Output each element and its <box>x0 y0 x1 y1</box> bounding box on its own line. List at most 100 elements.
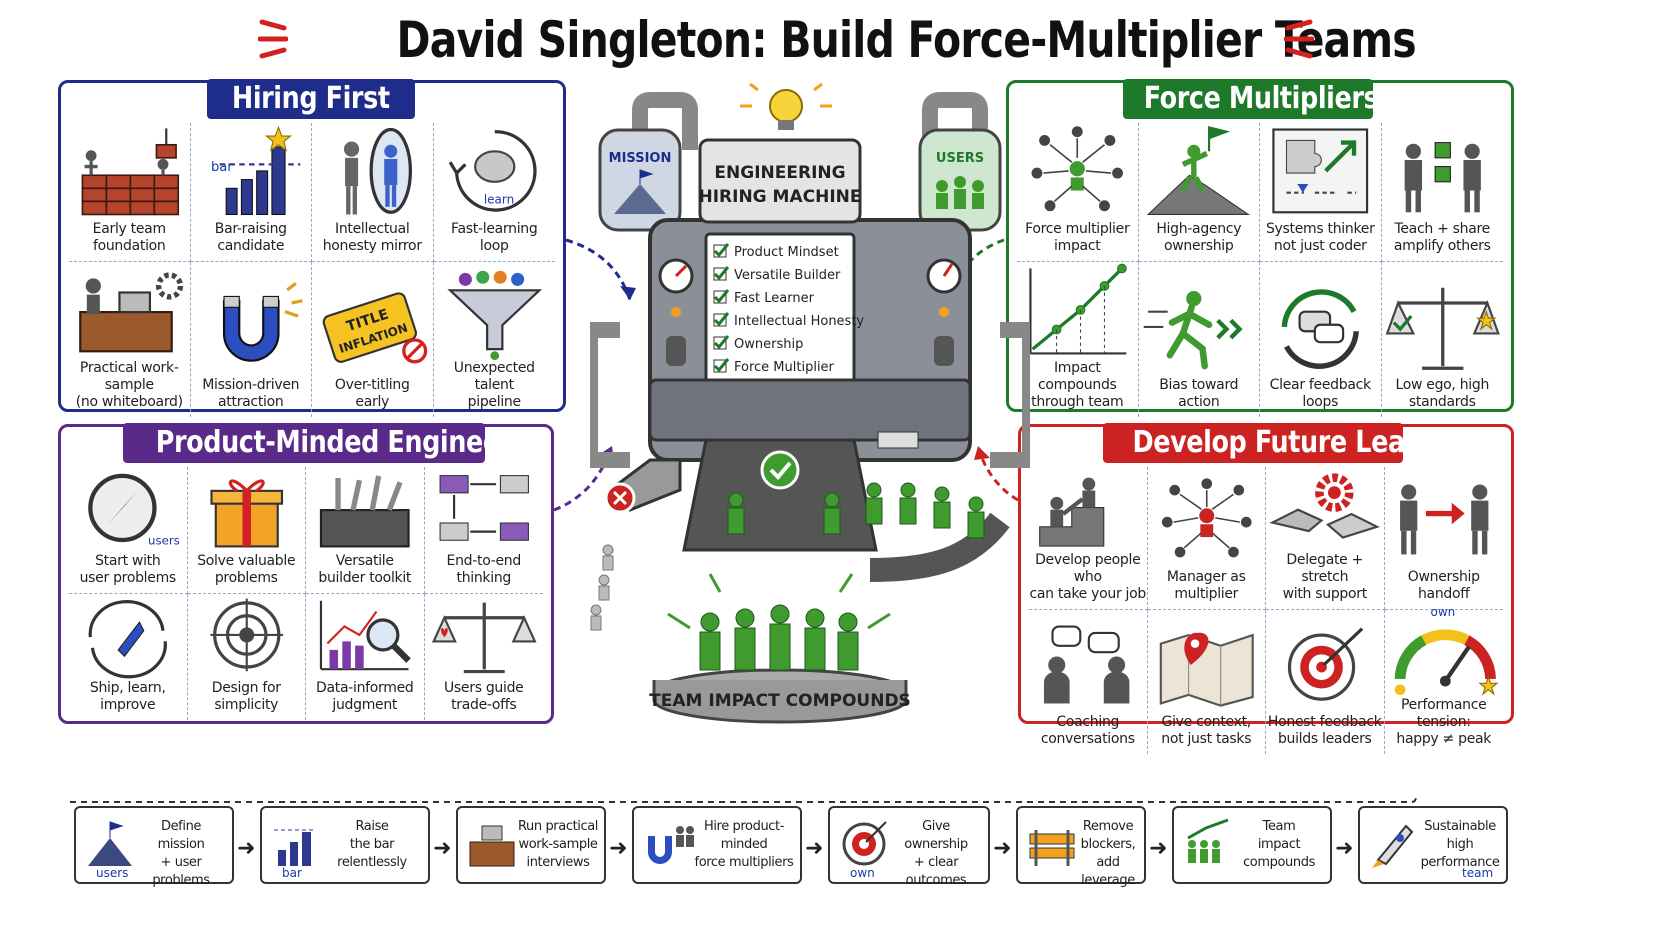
hiring-item: Intellectual honesty mirror <box>312 123 434 262</box>
workbench-icon <box>79 272 184 353</box>
checkmark-icon <box>713 266 730 281</box>
flow-step-tag: own <box>850 866 875 880</box>
flow-step: Hire product-minded force multipliers <box>632 806 802 884</box>
mountain-flag-icon <box>88 821 132 866</box>
flow-arrow-icon: ➜ <box>433 836 452 861</box>
flow-arrow-icon: ➜ <box>993 836 1012 861</box>
force-item: Bias toward action <box>1139 262 1260 417</box>
lightbulb-icon <box>769 89 803 123</box>
funnel-icon <box>446 270 542 360</box>
item-label: Ship, learn, improve <box>89 680 166 714</box>
panel-heading: Force Multipliers <box>1123 79 1379 119</box>
item-label: End-to-end thinking <box>446 553 522 587</box>
develop-future-leaders-panel: Develop Future Leaders Develop people wh… <box>1018 423 1514 754</box>
compass-icon: users <box>88 473 180 547</box>
item-label: Bias toward action <box>1159 377 1239 410</box>
item-label: Coaching conversations <box>1040 713 1135 747</box>
product-item: Ship, learn, improve <box>69 594 188 721</box>
emphasis-marks-icon <box>1284 19 1314 59</box>
product-item: users Start with user problems <box>69 467 188 595</box>
map-pin-icon <box>1159 632 1254 707</box>
item-label: Low ego, high standards <box>1395 377 1490 410</box>
rocket-icon <box>1372 824 1414 868</box>
product-minded-panel: Product-Minded Engineers users Start wit… <box>58 423 554 724</box>
item-label: Early team foundation <box>92 221 166 254</box>
flow-step-label: Remove blockers, add leverage <box>1080 819 1136 888</box>
leaders-item: Manager as multiplier <box>1147 467 1266 611</box>
item-label: Versatile builder toolkit <box>318 553 412 587</box>
item-label: Unexpected talent pipeline <box>453 360 535 410</box>
flow-step-label: Sustainable high performance <box>1420 819 1500 870</box>
item-label: Force multiplier impact <box>1025 221 1130 254</box>
item-label: Start with user problems <box>79 553 177 587</box>
flow-step-label: Hire product-minded force multipliers <box>694 819 794 870</box>
hiring-first-panel: Hiring First Early team foundation <box>58 79 566 417</box>
hiring-item: Mission-driven attraction <box>191 262 312 417</box>
item-label: Manager as multiplier <box>1166 569 1246 603</box>
item-label: Users guide trade-offs <box>443 680 524 714</box>
flow-arrow-icon: ➜ <box>609 836 628 861</box>
item-label: Honest feedback builds leaders <box>1267 713 1382 747</box>
force-item: Teach + share amplify others <box>1381 123 1503 262</box>
product-item: Users guide trade-offs <box>425 594 544 720</box>
flow-step-tag: bar <box>282 866 302 880</box>
force-item: Low ego, high standards <box>1382 262 1504 417</box>
title-tag-icon: TITLE INFLATION <box>322 292 428 364</box>
flow-step: Raise the bar relentlessly bar <box>260 806 430 884</box>
flow-step-tag: users <box>96 866 129 880</box>
leaders-item: Coaching conversations <box>1029 610 1148 754</box>
item-label: Fast-learning loop <box>451 221 538 254</box>
flow-step-tag: team <box>1462 866 1494 880</box>
product-item: Solve valuable problems <box>187 467 306 595</box>
target-icon <box>209 598 283 672</box>
accept-icon <box>760 450 800 490</box>
checklist-item: Intellectual Honesty <box>734 314 864 329</box>
panel-heading: Develop Future Leaders <box>1103 423 1467 463</box>
hiring-item: Unexpected talent pipeline <box>434 262 556 417</box>
checkmark-icon <box>713 335 730 350</box>
flow-step: Run practical work-sample interviews <box>456 806 606 884</box>
sign-line-1: ENGINEERING <box>714 163 845 183</box>
checklist-item: Versatile Builder <box>734 268 841 283</box>
engineering-hiring-machine: MISSION USERS ENGINEERING HIRING MACHINE… <box>590 82 1030 724</box>
manager-network-icon <box>1161 478 1252 558</box>
gift-icon <box>209 479 283 548</box>
bar-chart-icon <box>274 829 316 866</box>
header: David Singleton: Build Force-Multiplier … <box>0 0 1672 80</box>
flow-step-label: Define mission + user problems <box>152 819 210 888</box>
item-label: Ownership handoff <box>1407 569 1480 603</box>
leaders-item: Ownership handoff own <box>1384 467 1503 619</box>
chat-icon <box>1043 625 1130 704</box>
product-item: End-to-end thinking <box>424 467 543 595</box>
gauge-icon <box>1394 629 1499 697</box>
magnifier-chart-icon <box>319 600 411 671</box>
checkmark-icon <box>713 289 730 304</box>
balance-icon <box>1385 287 1500 370</box>
flow-arrow-icon: ➜ <box>1149 836 1168 861</box>
sign-line-2: HIRING MACHINE <box>698 187 861 207</box>
flow-arrow-icon: ➜ <box>1335 836 1354 861</box>
checkmark-icon <box>713 358 730 373</box>
own-tag: own <box>1430 605 1456 620</box>
force-item: High-agency ownership <box>1138 123 1260 262</box>
checklist-item: Product Mindset <box>734 245 839 260</box>
handshake-gear-icon <box>1269 473 1380 539</box>
force-item: Systems thinker not just coder <box>1260 123 1382 262</box>
flow-step: Give ownership + clear outcomes own <box>828 806 990 888</box>
item-label: Performance tension: happy ≠ peak <box>1396 696 1492 747</box>
flow-step-label: Run practical work-sample interviews <box>518 819 599 870</box>
item-label: Give context, not just tasks <box>1161 713 1252 747</box>
flow-step-label: Raise the bar relentlessly <box>337 819 407 870</box>
flow-loop-line <box>70 795 1417 803</box>
conveyor-belt <box>869 512 1010 582</box>
emphasis-marks-icon <box>258 19 288 59</box>
flow-boxes-icon <box>439 475 529 541</box>
flow-arrow-icon: ➜ <box>805 836 824 861</box>
flow-arrow-icon: ➜ <box>237 836 256 861</box>
item-label: Clear feedback loops <box>1269 377 1371 410</box>
item-label: High-agency ownership <box>1156 221 1242 254</box>
flow-step-label: Give ownership + clear outcomes <box>904 819 968 888</box>
bar-tag: bar <box>210 160 232 175</box>
users-tag: users <box>148 533 180 547</box>
